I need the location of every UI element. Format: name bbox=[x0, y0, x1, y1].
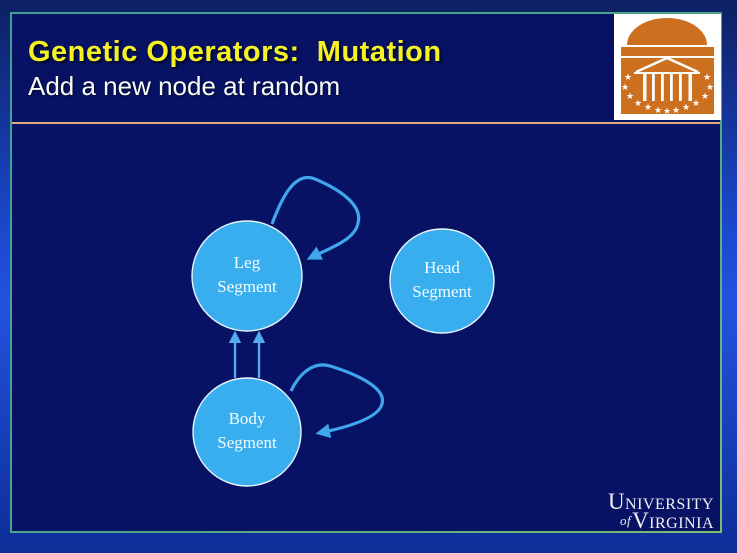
slide-body: Genetic Operators: Mutation Add a new no… bbox=[12, 14, 721, 532]
svg-text:★: ★ bbox=[703, 73, 711, 83]
leg-segment-label: Leg Segment bbox=[182, 251, 312, 299]
segment-graph bbox=[191, 175, 495, 487]
body-self-loop-arrow bbox=[289, 363, 384, 439]
svg-text:★: ★ bbox=[682, 103, 690, 113]
wordmark-virginia: Virginia bbox=[632, 508, 714, 534]
university-of-virginia-wordmark: University ofVirginia bbox=[607, 489, 714, 532]
node-leg-segment bbox=[191, 220, 303, 332]
wordmark-virginia-line: ofVirginia bbox=[608, 509, 714, 532]
svg-text:★: ★ bbox=[634, 99, 642, 109]
head-segment-label-line2: Segment bbox=[412, 282, 472, 301]
svg-text:★: ★ bbox=[672, 106, 680, 116]
head-segment-label-line1: Head bbox=[424, 258, 460, 277]
body-segment-label-line1: Body bbox=[228, 409, 266, 428]
page-title: Genetic Operators: Mutation bbox=[28, 36, 442, 68]
svg-text:★: ★ bbox=[663, 107, 671, 117]
svg-text:★: ★ bbox=[624, 73, 632, 83]
header-divider bbox=[12, 122, 720, 124]
body-segment-label-line2: Segment bbox=[217, 433, 277, 452]
node-head-segment bbox=[389, 228, 495, 334]
page-subtitle: Add a new node at random bbox=[28, 71, 341, 101]
body-segment-label: Body Segment bbox=[182, 407, 312, 455]
svg-text:★: ★ bbox=[626, 92, 634, 102]
wordmark-university: University bbox=[607, 489, 714, 515]
svg-text:★: ★ bbox=[644, 103, 652, 113]
leg-segment-label-line1: Leg bbox=[233, 253, 261, 272]
svg-text:★: ★ bbox=[654, 106, 662, 116]
svg-text:★: ★ bbox=[692, 99, 700, 109]
svg-text:★: ★ bbox=[621, 83, 629, 93]
node-body-segment bbox=[192, 377, 302, 487]
leg-segment-label-line2: Segment bbox=[217, 277, 277, 296]
head-segment-label: Head Segment bbox=[377, 256, 507, 304]
svg-text:★: ★ bbox=[706, 83, 714, 93]
wordmark-of: of bbox=[619, 513, 632, 529]
slide-header: Genetic Operators: Mutation Add a new no… bbox=[28, 34, 600, 103]
leg-self-loop-arrow bbox=[270, 175, 361, 260]
uva-rotunda-logo-icon: ★★★ ★★★ ★★★ ★★★ ★ bbox=[614, 14, 721, 120]
svg-text:★: ★ bbox=[701, 92, 709, 102]
slide-frame: Genetic Operators: Mutation Add a new no… bbox=[10, 12, 722, 533]
